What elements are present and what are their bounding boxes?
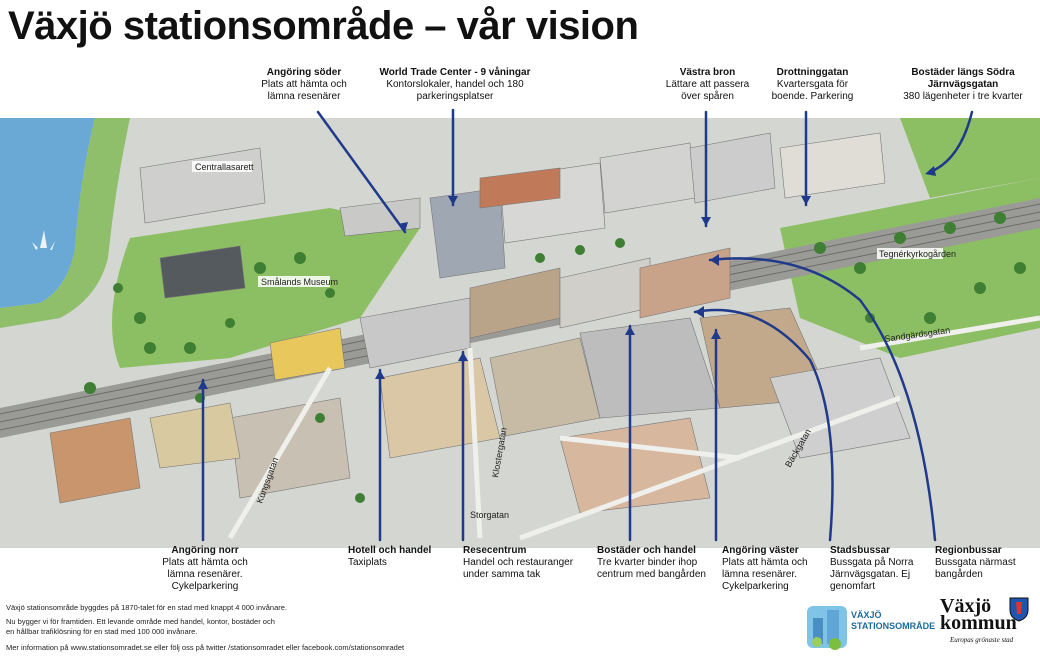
- annotation-angoring-norr: Angöring norr Plats att hämta och lämna …: [162, 545, 248, 592]
- annotation-stadsbussar: Stadsbussar Bussgata på Norra Järnvägsga…: [830, 545, 914, 592]
- annotation-angoring-soder: Angöring söder Plats att hämta och lämna…: [261, 67, 347, 102]
- lake: [0, 118, 95, 308]
- annotation-angoring-vaster: Angöring väster Plats att hämta och lämn…: [722, 545, 808, 592]
- annotation-hotell: Hotell och handel Taxiplats: [348, 545, 432, 568]
- label-centrallasarett: Centrallasarett: [195, 162, 254, 172]
- footer-line-3: en hållbar trafiklösning för en stad med…: [6, 627, 198, 636]
- label-tegnerkyrkogarden: Tegnérkyrkogården: [879, 249, 956, 259]
- annotation-wtc: World Trade Center - 9 våningar Kontorsl…: [379, 67, 531, 102]
- stationsomrade-logo: VÄXJÖ STATIONSOMRÅDE: [805, 600, 935, 652]
- annotation-bostader-handel: Bostäder och handel Tre kvarter binder i…: [597, 545, 706, 580]
- trees: [84, 212, 1026, 503]
- logo-project-line2: STATIONSOMRÅDE: [851, 621, 936, 631]
- annotation-regionbussar: Regionbussar Bussgata närmast bangården: [935, 545, 1016, 580]
- annotation-vastra-bron: Västra bron Lättare att passera över spå…: [665, 67, 750, 102]
- annotation-drottninggatan: Drottninggatan Kvartersgata för boende. …: [771, 67, 854, 102]
- park-southwest: [112, 208, 420, 368]
- city-blocks: [49, 247, 911, 514]
- vaxjo-kommun-logo: Växjö kommun Europas grönaste stad: [940, 596, 1038, 654]
- map-title: Växjö stationsområde – vår vision: [8, 4, 639, 48]
- label-smalands-museum: Smålands Museum: [261, 277, 338, 287]
- footer-line-2: Nu bygger vi för framtiden. Ett levande …: [6, 617, 275, 626]
- footer-line-4: Mer information på www.stationsomradet.s…: [6, 643, 405, 652]
- footer-line-1: Växjö stationsområde byggdes på 1870-tal…: [6, 603, 288, 612]
- annotation-bostader-sodra: Bostäder längs Södra Järnvägsgatan 380 l…: [903, 67, 1023, 102]
- logo-graphic: [807, 606, 847, 650]
- fountain: [32, 230, 55, 250]
- logo-project-line1: VÄXJÖ: [851, 610, 882, 620]
- logo-kommun-slogan: Europas grönaste stad: [950, 636, 1014, 644]
- label-storgatan: Storgatan: [470, 510, 509, 520]
- coat-of-arms-icon: [1009, 597, 1029, 622]
- annotation-resecentrum: Resecentrum Handel och restauranger unde…: [463, 545, 574, 580]
- station-area-map: Centrallasarett Smålands Museum Tegnérky…: [0, 118, 1040, 548]
- logo-kommun-line2: kommun: [940, 612, 1017, 634]
- logo-kommun-line1: Växjö: [940, 595, 992, 617]
